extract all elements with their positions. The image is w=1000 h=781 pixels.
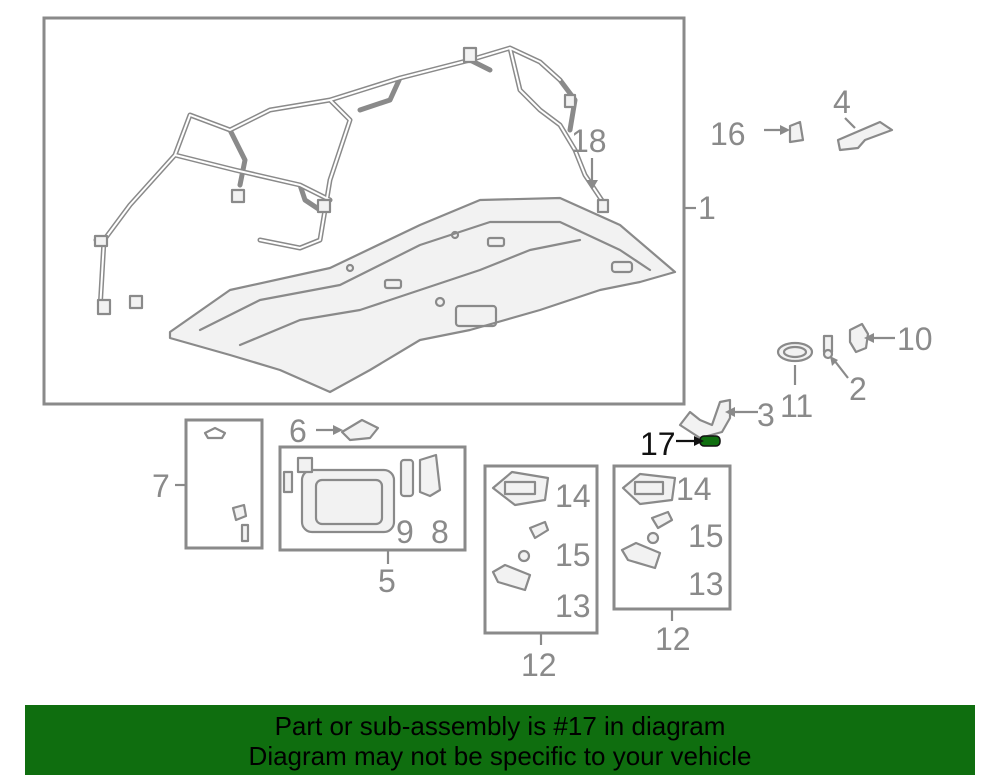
callout-4[interactable]: 4 (833, 84, 851, 120)
callout-18[interactable]: 18 (571, 123, 607, 159)
wiring-harness[interactable] (93, 45, 610, 316)
headliner-assembly-box (42, 16, 686, 406)
notice-banner: Part or sub-assembly is #17 in diagram D… (25, 705, 975, 775)
callout-2[interactable]: 2 (849, 371, 867, 407)
callout-15-left[interactable]: 15 (555, 537, 591, 573)
banner-line-2: Diagram may not be specific to your vehi… (248, 741, 752, 771)
callout-12-right[interactable]: 12 (655, 621, 691, 657)
callout-12-left[interactable]: 12 (521, 647, 557, 683)
part-10-clip[interactable] (848, 322, 870, 354)
callout-8[interactable]: 8 (431, 514, 449, 550)
dome-lamp-left[interactable] (491, 470, 550, 592)
callout-3[interactable]: 3 (757, 397, 775, 433)
callout-13-left[interactable]: 13 (555, 588, 591, 624)
callout-5[interactable]: 5 (378, 563, 396, 599)
callout-1[interactable]: 1 (698, 190, 716, 226)
dome-lamp-right[interactable] (620, 472, 677, 570)
part-11-cover[interactable] (776, 341, 814, 363)
callout-13-right[interactable]: 13 (688, 566, 724, 602)
callout-10[interactable]: 10 (897, 321, 933, 357)
part-8-hinge[interactable] (418, 453, 442, 498)
callout-6[interactable]: 6 (289, 413, 307, 449)
callout-16[interactable]: 16 (710, 116, 746, 152)
part-7-retainers[interactable] (203, 426, 250, 543)
group-7-box (184, 418, 264, 550)
part-16-clip[interactable] (788, 120, 805, 144)
part-6-clip[interactable] (340, 418, 380, 442)
callout-11[interactable]: 11 (780, 388, 813, 424)
part-9-clip[interactable] (399, 458, 415, 498)
part-4-bracket[interactable] (836, 120, 894, 152)
callout-15-right[interactable]: 15 (688, 518, 724, 554)
headliner-panel[interactable] (168, 196, 677, 394)
callout-17[interactable]: 17 (640, 426, 676, 462)
callout-14-right[interactable]: 14 (676, 471, 712, 507)
part-5-sunvisor[interactable] (282, 456, 396, 534)
part-3-grab-handle[interactable] (678, 398, 732, 440)
callout-7[interactable]: 7 (152, 468, 170, 504)
callout-9[interactable]: 9 (396, 514, 414, 550)
banner-line-1: Part or sub-assembly is #17 in diagram (274, 711, 726, 741)
part-2-screw[interactable] (822, 334, 834, 360)
callout-14-left[interactable]: 14 (555, 478, 591, 514)
sunvisor-group-box (278, 445, 467, 552)
